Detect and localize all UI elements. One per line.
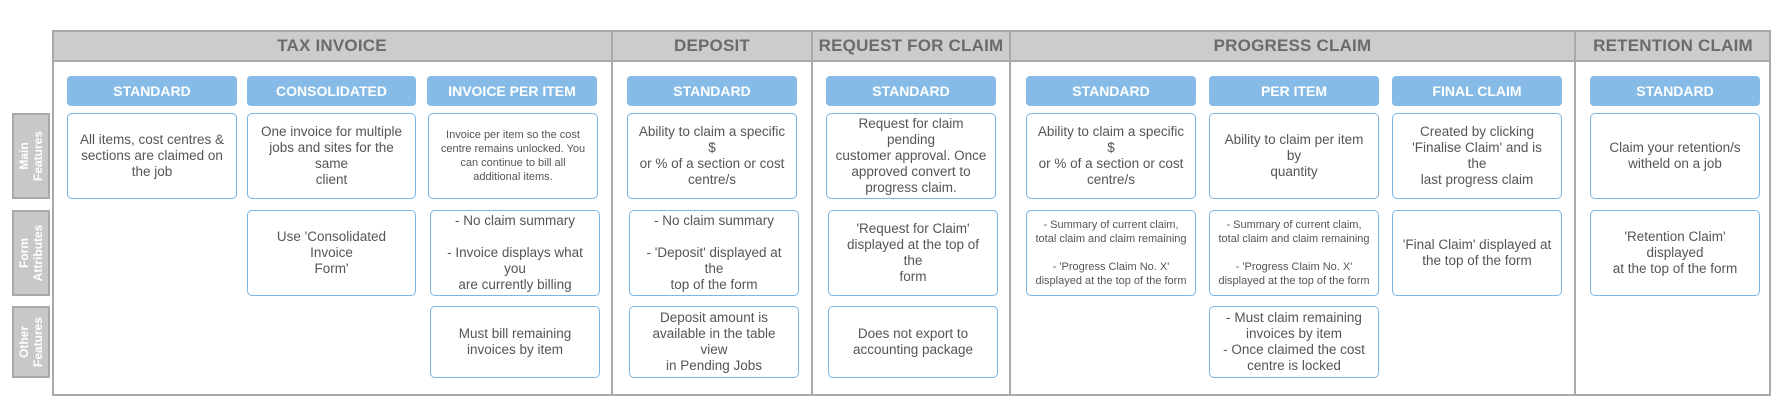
card-final-claim-main: Created by clicking 'Finalise Claim' and… (1392, 113, 1562, 199)
card-retention-form: 'Retention Claim' displayed at the top o… (1590, 210, 1760, 296)
section-title-request-for-claim: REQUEST FOR CLAIM (818, 36, 1004, 55)
card-text: 'Retention Claim' displayed at the top o… (1612, 229, 1738, 276)
card-text: All items, cost centres & sections are c… (79, 132, 225, 179)
card-text: 'Request for Claim' displayed at the top… (846, 221, 980, 284)
tab-retention-claim-standard[interactable]: STANDARD (1590, 76, 1760, 106)
card-deposit-other: Deposit amount is available in the table… (629, 306, 799, 378)
card-deposit-main: Ability to claim a specific $ or % of a … (627, 113, 797, 199)
section-title-deposit: DEPOSIT (673, 36, 751, 55)
card-request-form: 'Request for Claim' displayed at the top… (828, 210, 998, 296)
card-text: Claim your retention/s witheld on a job (1609, 140, 1741, 171)
section-title-retention-claim: RETENTION CLAIM (1593, 36, 1753, 55)
card-invoice-per-item-form: - No claim summary - Invoice displays wh… (430, 210, 600, 296)
tab-tax-invoice-standard[interactable]: STANDARD (67, 76, 237, 106)
card-text: Request for claim pending customer appro… (835, 116, 987, 195)
card-consolidated-form: Use 'Consolidated Invoice Form' (247, 210, 416, 296)
section-divider (811, 30, 813, 396)
card-text: - Summary of current claim, total claim … (1035, 219, 1187, 287)
card-text: - No claim summary - Invoice displays wh… (447, 213, 583, 292)
row-label-other-text: Other Features (17, 316, 45, 368)
card-text: Must bill remaining invoices by item (458, 326, 572, 357)
card-invoice-per-item-other: Must bill remaining invoices by item (430, 306, 600, 378)
section-divider (1009, 30, 1011, 396)
card-text: Created by clicking 'Finalise Claim' and… (1412, 124, 1542, 187)
tab-progress-claim-standard[interactable]: STANDARD (1026, 76, 1196, 106)
card-text: - Must claim remaining invoices by item … (1223, 310, 1365, 373)
card-request-other: Does not export to accounting package (828, 306, 998, 378)
card-text: Does not export to accounting package (852, 326, 974, 357)
card-request-main: Request for claim pending customer appro… (826, 113, 996, 199)
section-title-progress-claim: PROGRESS CLAIM (1213, 36, 1372, 55)
row-label-other-features: Other Features (12, 306, 50, 378)
section-divider (611, 30, 613, 396)
card-retention-main: Claim your retention/s witheld on a job (1590, 113, 1760, 199)
card-text: Ability to claim a specific $ or % of a … (1037, 124, 1185, 187)
card-consolidated-main: One invoice for multiple jobs and sites … (247, 113, 416, 199)
card-progress-standard-form: - Summary of current claim, total claim … (1026, 210, 1196, 296)
card-progress-standard-main: Ability to claim a specific $ or % of a … (1026, 113, 1196, 199)
card-text: - No claim summary - 'Deposit' displayed… (646, 213, 782, 292)
tab-progress-claim-final[interactable]: FINAL CLAIM (1392, 76, 1562, 106)
card-text: 'Final Claim' displayed at the top of th… (1402, 237, 1552, 268)
tab-progress-claim-per-item[interactable]: PER ITEM (1209, 76, 1379, 106)
card-text: - Summary of current claim, total claim … (1218, 219, 1370, 287)
card-deposit-form: - No claim summary - 'Deposit' displayed… (629, 210, 799, 296)
tab-deposit-standard[interactable]: STANDARD (627, 76, 797, 106)
card-progress-per-item-main: Ability to claim per item by quantity (1209, 113, 1379, 199)
section-title-tax-invoice: TAX INVOICE (277, 36, 387, 55)
card-text: Invoice per item so the cost centre rema… (440, 129, 586, 183)
card-text: Ability to claim per item by quantity (1224, 132, 1364, 179)
row-label-main-text: Main Features (17, 130, 45, 182)
card-text: Ability to claim a specific $ or % of a … (638, 124, 786, 187)
card-progress-per-item-other: - Must claim remaining invoices by item … (1209, 306, 1379, 378)
section-divider (1574, 30, 1576, 396)
card-text: Use 'Consolidated Invoice Form' (276, 229, 387, 276)
card-progress-per-item-form: - Summary of current claim, total claim … (1209, 210, 1379, 296)
card-invoice-per-item-main: Invoice per item so the cost centre rema… (428, 113, 598, 199)
row-label-form-text: Form Attributes (17, 224, 45, 282)
card-text: Deposit amount is available in the table… (652, 310, 776, 373)
tab-tax-invoice-per-item[interactable]: INVOICE PER ITEM (427, 76, 597, 106)
card-tax-invoice-standard-main: All items, cost centres & sections are c… (67, 113, 237, 199)
card-final-claim-form: 'Final Claim' displayed at the top of th… (1392, 210, 1562, 296)
tab-tax-invoice-consolidated[interactable]: CONSOLIDATED (247, 76, 416, 106)
row-label-main-features: Main Features (12, 113, 50, 199)
section-header-band (52, 30, 1771, 62)
card-text: One invoice for multiple jobs and sites … (260, 124, 403, 187)
tab-request-for-claim-standard[interactable]: STANDARD (826, 76, 996, 106)
row-label-form-attributes: Form Attributes (12, 210, 50, 296)
